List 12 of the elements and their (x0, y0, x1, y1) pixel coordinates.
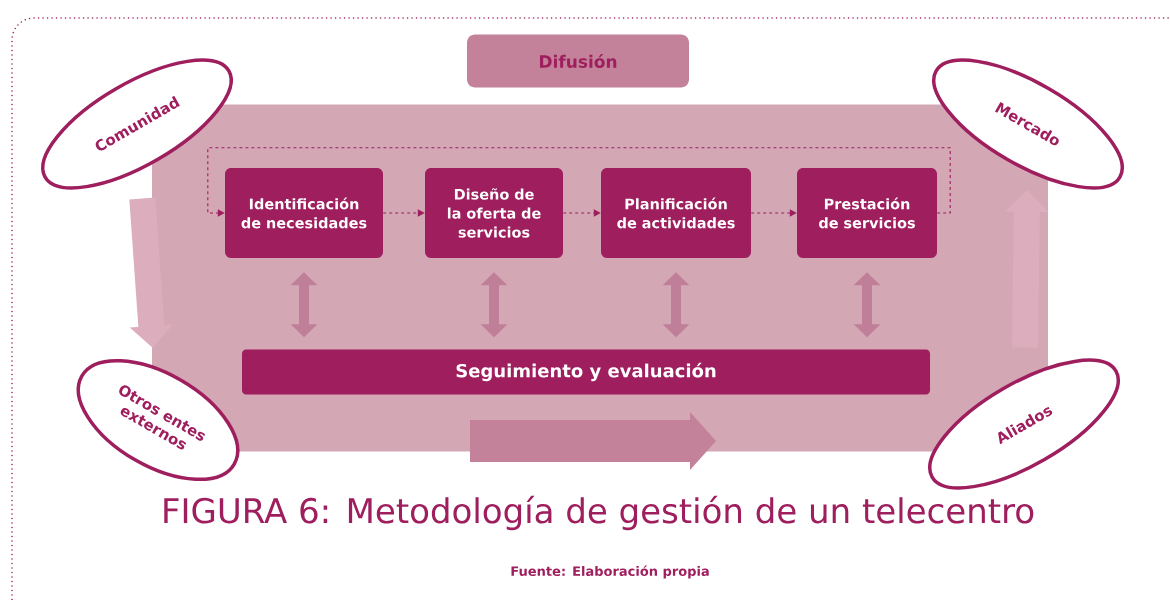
caption: FIGURA 6: Metodología de gestión de un telecentro (164, 495, 1034, 531)
arrow (207, 147, 951, 217)
process-box: Identificación de necesidades (225, 168, 383, 258)
label-box: Difusión (467, 34, 689, 88)
process-box: Planificación de actividades (601, 168, 751, 258)
arrow (750, 209, 797, 217)
source-note: Fuente: Elaboración propia (511, 565, 709, 579)
process-box: Diseño de la oferta de servicios (425, 168, 563, 258)
process-box: Prestación de servicios (797, 168, 937, 258)
arrow (562, 209, 601, 217)
arrow (382, 209, 425, 217)
process-bar: Seguimiento y evaluación (242, 349, 930, 395)
